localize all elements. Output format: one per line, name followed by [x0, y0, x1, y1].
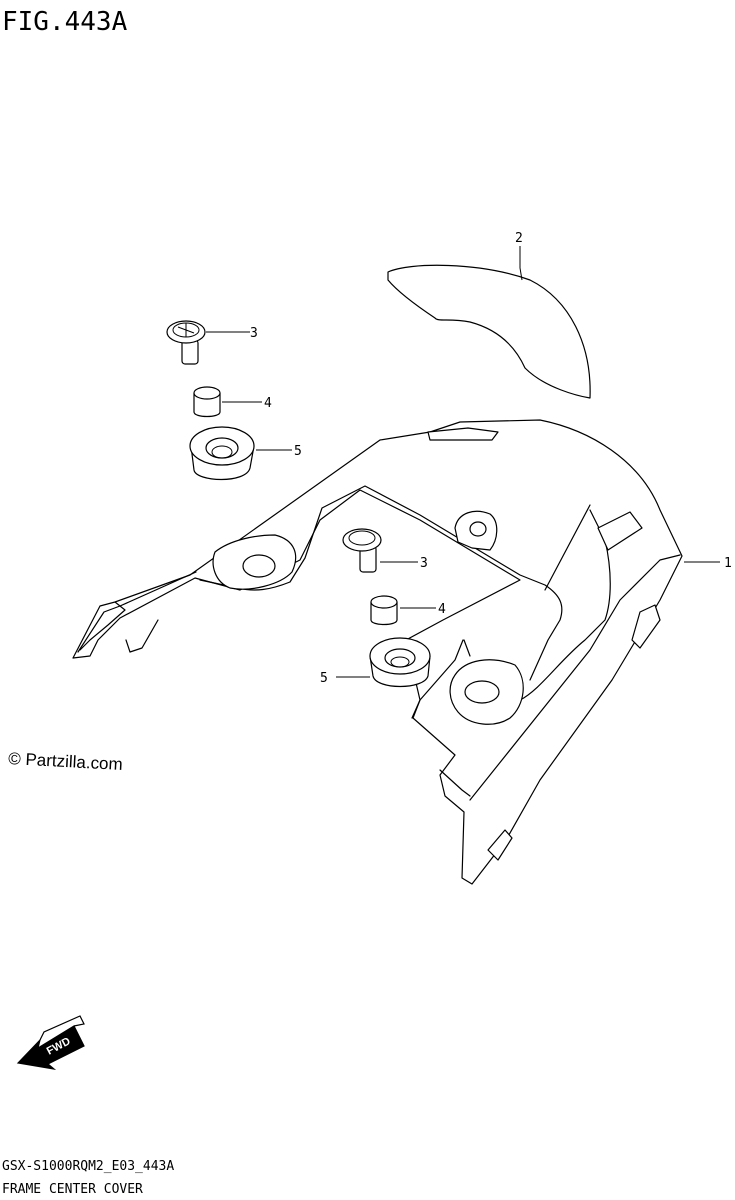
- fwd-arrow-icon: FWD: [16, 1015, 85, 1070]
- leader-2: [519, 246, 523, 281]
- part-4-collar-lower[interactable]: [370, 595, 398, 626]
- callout-5-lower: 5: [320, 671, 328, 686]
- callout-3-lower: 3: [420, 556, 428, 571]
- part-1-frame-center-cover[interactable]: [72, 419, 683, 885]
- watermark: © Partzilla.com: [8, 749, 123, 774]
- part-5-grommet-lower[interactable]: [369, 637, 431, 687]
- figure-title: FIG.443A: [2, 7, 128, 37]
- callout-3-upper: 3: [250, 326, 258, 341]
- callout-4-lower: 4: [438, 602, 446, 617]
- callout-5-upper: 5: [294, 444, 302, 459]
- part-4-collar-upper[interactable]: [193, 386, 221, 418]
- part-3-screw-lower[interactable]: [342, 528, 382, 573]
- callout-4-upper: 4: [264, 396, 272, 411]
- part-2-pad[interactable]: [387, 264, 591, 399]
- callout-2: 2: [515, 231, 523, 246]
- part-code: GSX-S1000RQM2_E03_443A: [2, 1159, 174, 1174]
- callout-1: 1: [724, 556, 732, 571]
- part-3-screw-upper[interactable]: [166, 320, 206, 365]
- part-5-grommet-upper[interactable]: [189, 426, 255, 480]
- part-title: FRAME CENTER COVER: [2, 1182, 143, 1197]
